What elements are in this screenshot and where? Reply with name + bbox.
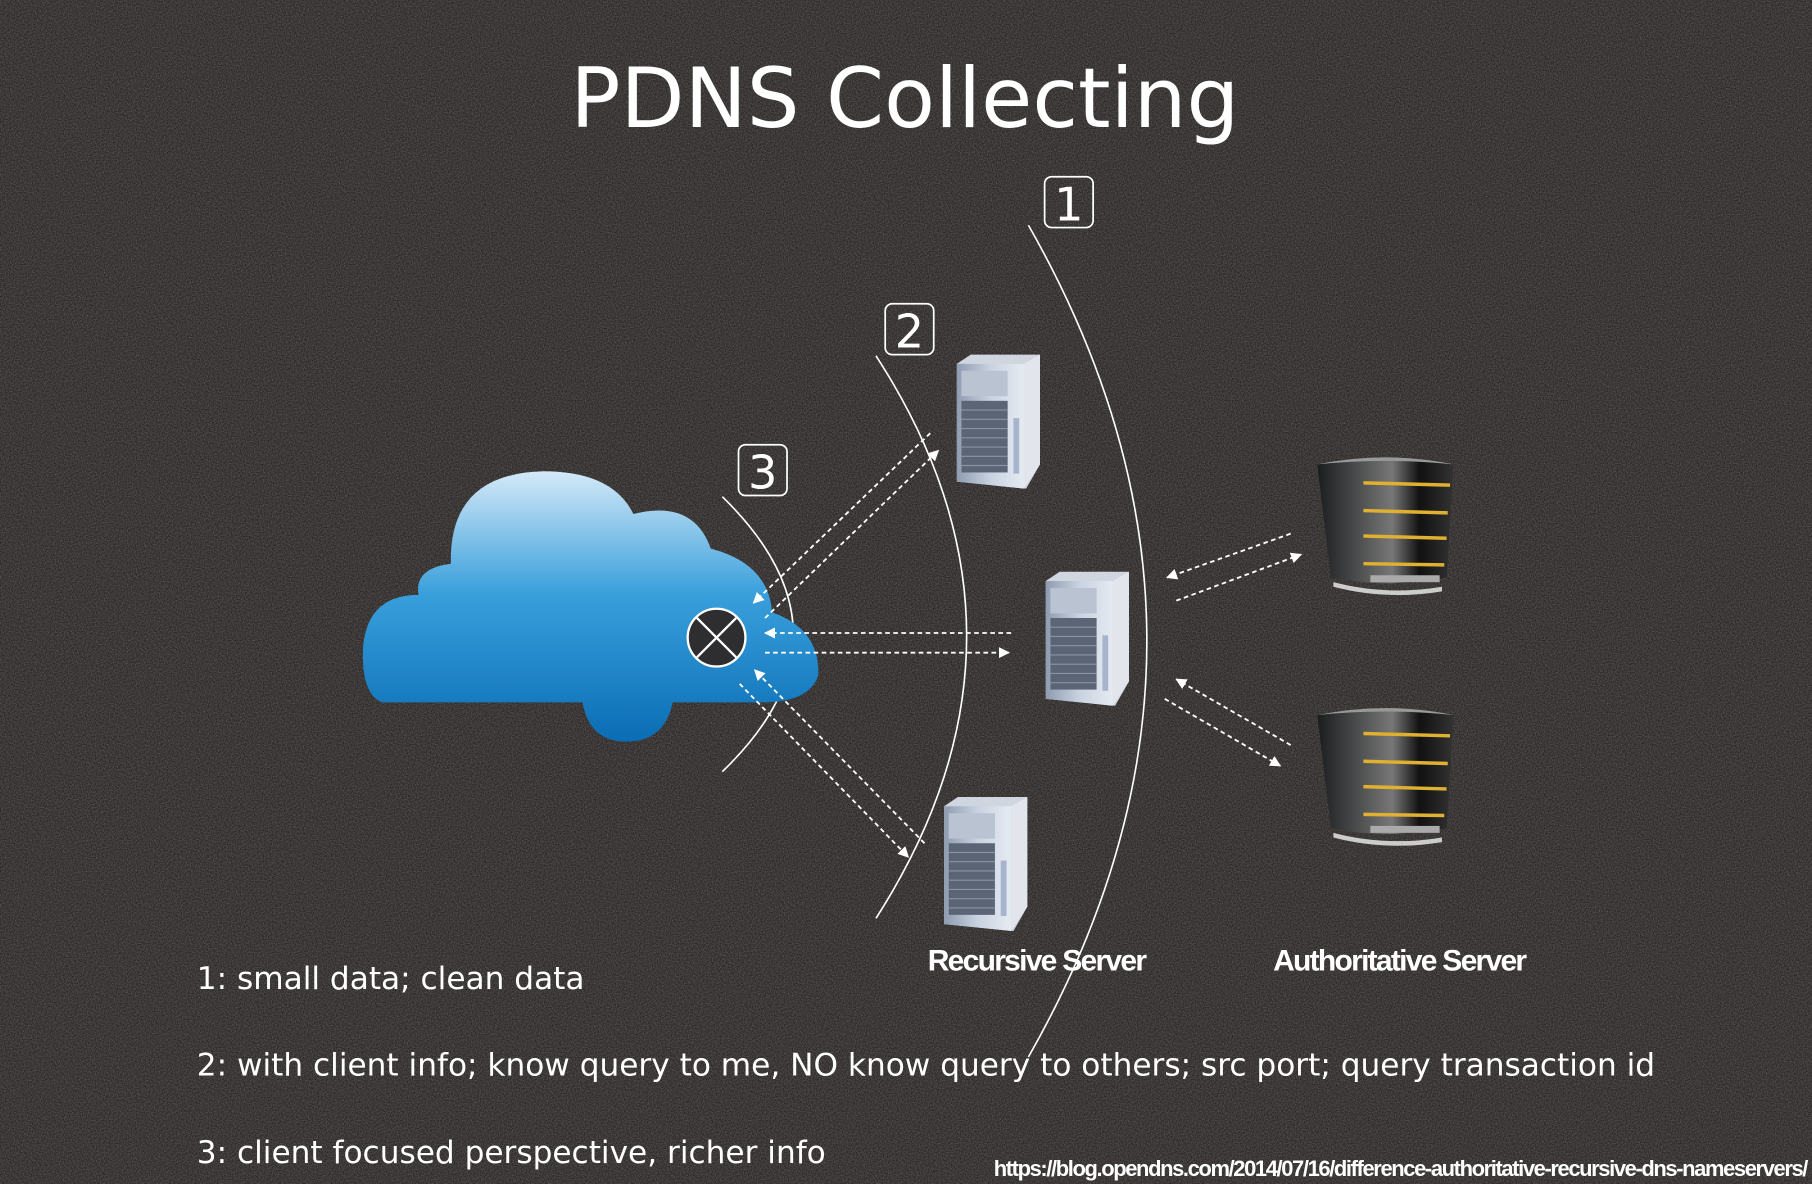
recursive-server-icon-bottom [943, 796, 1028, 932]
marker-2: 2 [884, 302, 935, 359]
marker-1: 1 [1043, 175, 1094, 232]
marker-3: 3 [737, 443, 788, 500]
note-2: 2: with client info; know query to me, N… [197, 1047, 1655, 1083]
recursive-server-icon-top [956, 354, 1041, 490]
cloud-icon [362, 471, 819, 742]
authoritative-server-icon-bottom [1315, 706, 1456, 848]
authoritative-server-label: Authoritative Server [1273, 944, 1527, 977]
recursive-server-icon-middle [1045, 571, 1130, 707]
scope-arc-2 [875, 355, 968, 919]
source-url: https://blog.opendns.com/2014/07/16/diff… [994, 1156, 1809, 1181]
svg-text:2: 2 [895, 305, 924, 359]
resolver-x-icon [686, 607, 747, 668]
svg-text:1: 1 [1054, 178, 1083, 232]
svg-text:3: 3 [748, 446, 777, 500]
flow-arrows [739, 432, 1303, 858]
note-3: 3: client focused perspective, richer in… [197, 1135, 826, 1171]
authoritative-server-icon-top [1315, 455, 1456, 597]
page-title: PDNS Collecting [570, 50, 1239, 147]
scope-arc-1 [1027, 224, 1148, 1058]
note-1: 1: small data; clean data [197, 961, 585, 997]
recursive-server-label: Recursive Server [928, 944, 1148, 977]
